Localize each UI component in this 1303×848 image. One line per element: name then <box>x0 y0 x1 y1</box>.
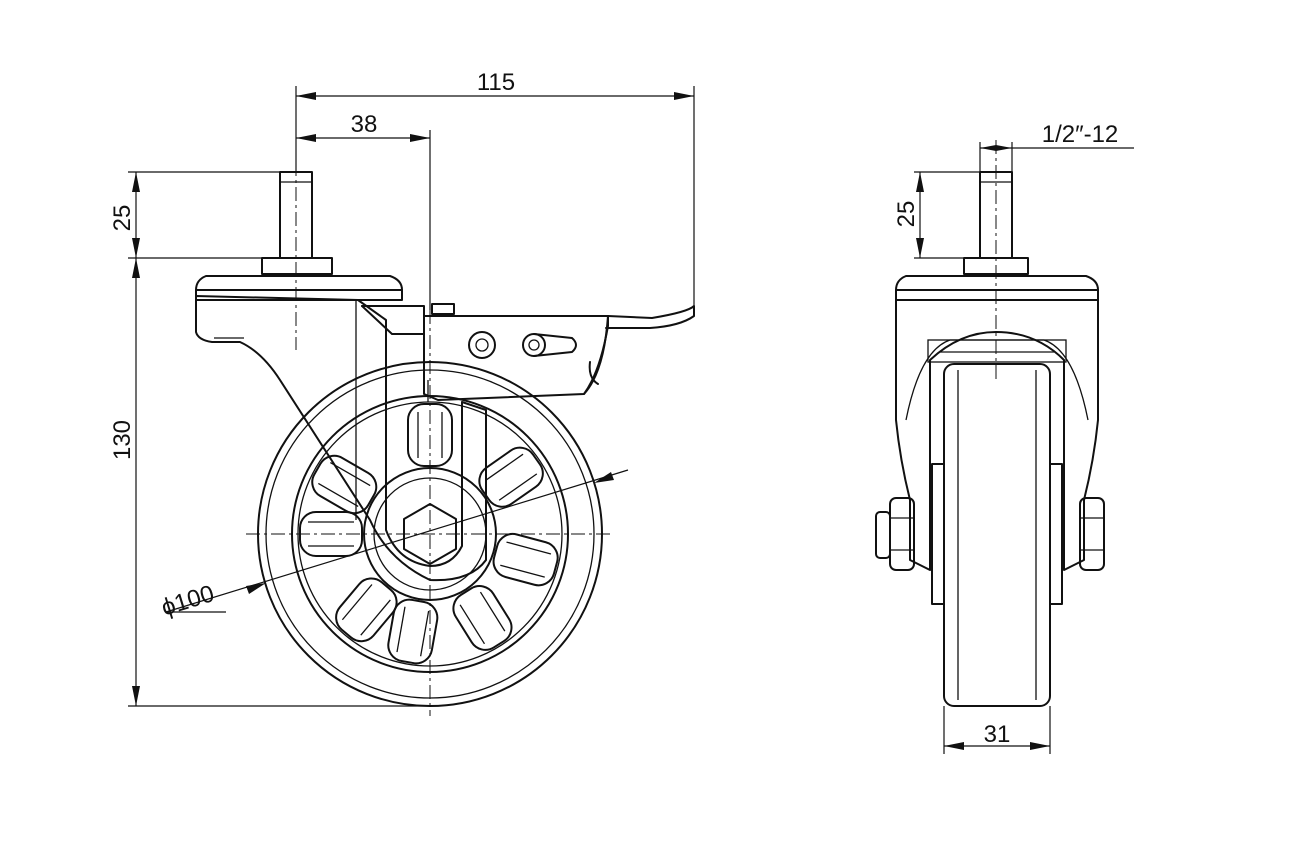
dim-text-25-side: 25 <box>109 205 136 232</box>
dim-text-130: 130 <box>109 420 136 460</box>
side-centerlines <box>246 162 614 716</box>
side-top-plate <box>195 171 403 301</box>
dim-text-diameter: ϕ100 <box>158 580 217 621</box>
dim-thread: 1/2″-12 <box>979 121 1134 172</box>
dim-text-25-front: 25 <box>893 201 920 228</box>
dim-stem-length-side: 25 <box>109 171 280 259</box>
front-fork <box>895 299 1099 571</box>
front-top-plate <box>895 171 1099 301</box>
dim-stem-length-front: 25 <box>893 171 980 259</box>
dim-text-31: 31 <box>984 721 1011 748</box>
wheel-spokes <box>299 403 559 665</box>
side-view: 115 38 25 130 <box>109 69 695 716</box>
dim-text-thread: 1/2″-12 <box>1042 121 1119 148</box>
front-view: 1/2″-12 25 31 <box>875 121 1134 754</box>
side-brake <box>361 303 695 402</box>
dim-stem-offset: 38 <box>296 111 431 310</box>
dim-overall-width: 115 <box>295 69 695 306</box>
front-wheel <box>931 363 1063 707</box>
dim-text-38: 38 <box>351 111 378 138</box>
front-axle-nuts <box>875 497 1105 571</box>
dim-text-115: 115 <box>477 69 515 96</box>
dim-overall-height: 130 <box>109 258 430 707</box>
dim-wheel-width: 31 <box>943 706 1051 754</box>
